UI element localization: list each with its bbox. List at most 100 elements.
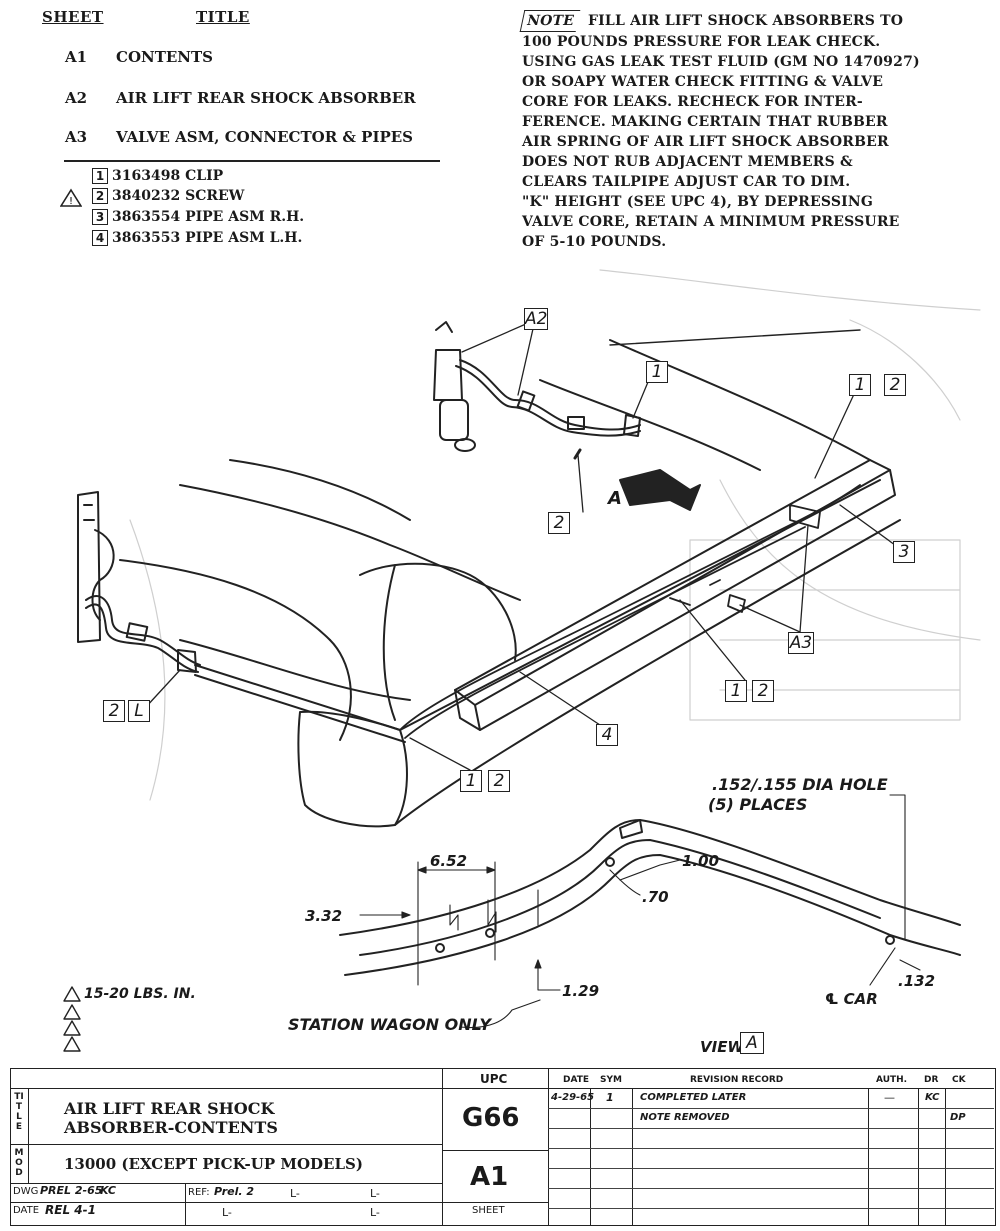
part-no: 3863553 bbox=[112, 230, 181, 246]
svg-text:!: ! bbox=[69, 196, 73, 207]
l-mark: L- bbox=[370, 1206, 380, 1219]
callout-1: 1 bbox=[646, 361, 668, 383]
dimension-lines bbox=[359, 794, 921, 1029]
part-number-box: 1 bbox=[92, 168, 108, 184]
note-line: OF 5-10 POUNDS. bbox=[522, 234, 667, 250]
header-divider bbox=[64, 160, 440, 162]
dim-1-00: 1.00 bbox=[682, 852, 720, 870]
title-block-divider bbox=[442, 1088, 548, 1089]
revision-divider bbox=[548, 1188, 994, 1189]
note-line: OR SOAPY WATER CHECK FITTING & VALVE bbox=[522, 74, 884, 90]
sheet-a2: A2 bbox=[65, 89, 88, 107]
station-wagon-only: STATION WAGON ONLY bbox=[288, 1015, 491, 1034]
mod-label: MOD bbox=[14, 1148, 24, 1178]
part-no: 3163498 bbox=[112, 168, 181, 184]
title-block-divider bbox=[10, 1144, 442, 1145]
revision-divider bbox=[945, 1088, 946, 1225]
rev-auth: — bbox=[884, 1091, 895, 1104]
title-line-2: ABSORBER-CONTENTS bbox=[64, 1118, 278, 1137]
part-number-box: 2 bbox=[92, 188, 108, 204]
callout-a2: A2 bbox=[524, 308, 548, 330]
part-no: 3863554 bbox=[112, 209, 181, 225]
rev-header-ck: CK bbox=[952, 1075, 966, 1085]
note-line: AIR SPRING OF AIR LIFT SHOCK ABSORBER bbox=[522, 134, 889, 150]
revision-divider bbox=[548, 1148, 994, 1149]
note-line: CORE FOR LEAKS. RECHECK FOR INTER- bbox=[522, 94, 863, 110]
part-name: CLIP bbox=[185, 168, 224, 184]
upc-value: G66 bbox=[462, 1103, 520, 1133]
revision-divider bbox=[918, 1088, 919, 1225]
hole-places: (5) PLACES bbox=[708, 795, 808, 814]
note-line: VALVE CORE, RETAIN A MINIMUM PRESSURE bbox=[522, 214, 900, 230]
frame-rail bbox=[454, 329, 896, 731]
sheet-label: SHEET bbox=[472, 1205, 505, 1216]
title-label: TITLE bbox=[14, 1092, 24, 1132]
part-name: PIPE ASM R.H. bbox=[185, 209, 305, 225]
title-block-divider bbox=[442, 1068, 443, 1225]
title-block-divider bbox=[442, 1202, 548, 1203]
rev-ck: DP bbox=[950, 1112, 966, 1123]
rev-dr: KC bbox=[925, 1092, 940, 1103]
arrow-a-label: A bbox=[608, 488, 622, 509]
revision-divider bbox=[632, 1088, 633, 1225]
torque-triangles bbox=[63, 986, 81, 1052]
note-line: "K" HEIGHT (SEE UPC 4), BY DEPRESSING bbox=[522, 194, 874, 210]
note-block: NOTE FILL AIR LIFT SHOCK ABSORBERS TO 10… bbox=[519, 10, 982, 252]
title-column-header: TITLE bbox=[196, 8, 250, 26]
hole-dimension: .152/.155 DIA HOLE bbox=[712, 775, 888, 794]
note-line: FILL AIR LIFT SHOCK ABSORBERS TO bbox=[588, 13, 904, 29]
revision-divider bbox=[868, 1088, 869, 1225]
note-line: USING GAS LEAK TEST FLUID (GM NO 1470927… bbox=[522, 54, 920, 70]
dim-1-29: 1.29 bbox=[562, 982, 600, 1000]
car-centerline: ℄ CAR bbox=[825, 990, 878, 1008]
title-line-1: AIR LIFT REAR SHOCK bbox=[64, 1099, 275, 1118]
revision-divider bbox=[548, 1168, 994, 1169]
sheet-column-header: SHEET bbox=[42, 8, 104, 26]
upc-label: UPC bbox=[480, 1072, 508, 1086]
rev-record: COMPLETED LATER bbox=[640, 1092, 747, 1103]
callout-a3: A3 bbox=[788, 632, 814, 654]
sheet-a3-title: VALVE ASM, CONNECTOR & PIPES bbox=[116, 128, 414, 146]
part-name: SCREW bbox=[185, 188, 245, 204]
dim-70: .70 bbox=[642, 888, 669, 906]
left-shock-absorber bbox=[77, 491, 406, 743]
view-a-box: A bbox=[740, 1032, 764, 1054]
view-a-arrow bbox=[619, 469, 701, 511]
ref-value: Prel. 2 bbox=[214, 1185, 255, 1198]
callout-1: 1 bbox=[725, 680, 747, 702]
leader-lines bbox=[144, 319, 896, 771]
date-label: DATE bbox=[13, 1205, 40, 1216]
view-label: VIEW bbox=[700, 1038, 744, 1056]
title-block-divider bbox=[548, 1068, 549, 1225]
sheet-a1-title: CONTENTS bbox=[116, 48, 214, 66]
l-mark: L- bbox=[370, 1187, 380, 1200]
callout-2: 2 bbox=[548, 512, 570, 534]
rev-header-dr: DR bbox=[924, 1075, 939, 1085]
callout-1: 1 bbox=[460, 770, 482, 792]
callout-3: 3 bbox=[893, 541, 915, 563]
callout-2: 2 bbox=[488, 770, 510, 792]
callout-1: 1 bbox=[849, 374, 871, 396]
part-no: 3840232 bbox=[112, 188, 181, 204]
part-number-box: 3 bbox=[92, 209, 108, 225]
rev-date: 4-29-65 bbox=[551, 1092, 595, 1103]
title-block bbox=[10, 1068, 996, 1226]
title-block-divider bbox=[10, 1088, 442, 1089]
note-line: DOES NOT RUB ADJACENT MEMBERS & bbox=[522, 154, 853, 170]
revision-divider bbox=[590, 1088, 591, 1225]
dim-6-52: 6.52 bbox=[430, 852, 468, 870]
dwg-label: DWG bbox=[13, 1186, 39, 1197]
note-line: FERENCE. MAKING CERTAIN THAT RUBBER bbox=[522, 114, 888, 130]
rev-header-sym: SYM bbox=[600, 1075, 622, 1085]
callout-4: 4 bbox=[596, 724, 618, 746]
sheet-value: A1 bbox=[470, 1162, 509, 1192]
title-block-divider bbox=[10, 1202, 442, 1203]
rev-record: NOTE REMOVED bbox=[640, 1112, 730, 1123]
part-number-box: 4 bbox=[92, 230, 108, 246]
dim-132: .132 bbox=[898, 972, 936, 990]
torque-spec: 15-20 LBS. IN. bbox=[84, 986, 196, 1002]
